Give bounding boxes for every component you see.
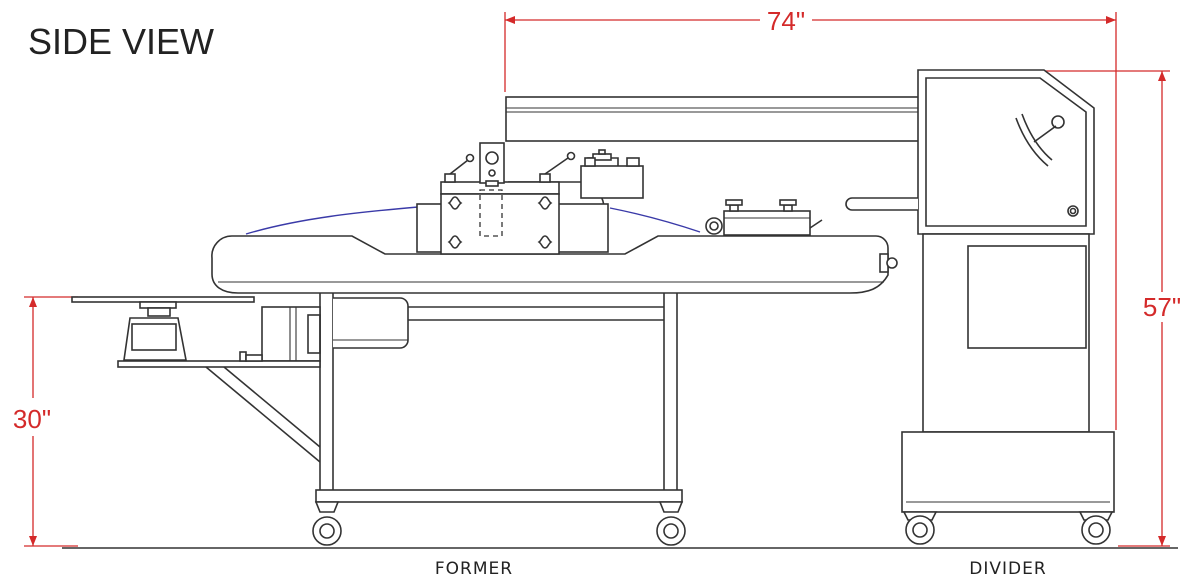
hidden-plunger: [479, 189, 503, 237]
side-rail: [845, 197, 918, 211]
clover-bolts: [447, 196, 553, 249]
divider-label: DIVIDER: [969, 559, 1046, 579]
diagram-title: SIDE VIEW: [28, 21, 214, 62]
gauge-knob: [1051, 115, 1065, 129]
adjust-knob: [1067, 205, 1079, 217]
roller-wheel: [705, 217, 723, 235]
press-levers: [444, 151, 576, 183]
former-label: FORMER: [435, 559, 513, 579]
divider-base: [901, 431, 1115, 513]
former-table: [211, 235, 889, 294]
former-right-caster: [656, 516, 686, 546]
press-head-top: [440, 181, 560, 195]
press-block-left: [416, 203, 444, 253]
overhead-boom: [505, 96, 921, 142]
drive-motor: [333, 297, 409, 349]
dimension-arrows: [29, 16, 1166, 546]
adjuster-tower: [479, 142, 505, 184]
belt-upper-right: [609, 207, 701, 233]
divider-right-caster: [1081, 515, 1111, 545]
belt-upper-left: [245, 206, 419, 235]
rear-sheeter: [580, 165, 644, 199]
roller-assembly: [705, 199, 823, 236]
divider-left-caster: [905, 515, 935, 545]
gear-motor: [261, 306, 321, 362]
divider-cabinet: [922, 233, 1090, 433]
side-shelf: [117, 360, 321, 368]
press-block-right: [555, 203, 609, 253]
dimension-30-label: 30": [13, 404, 51, 434]
dimension-74-label: 74": [767, 6, 805, 36]
former-machine: [71, 142, 898, 546]
dimension-57-label: 57": [1143, 292, 1181, 322]
former-bottom-rail: [315, 489, 683, 503]
divider-machine: [505, 69, 1115, 545]
end-knob: [886, 257, 898, 269]
former-left-caster: [312, 516, 342, 546]
access-panel: [967, 245, 1087, 349]
